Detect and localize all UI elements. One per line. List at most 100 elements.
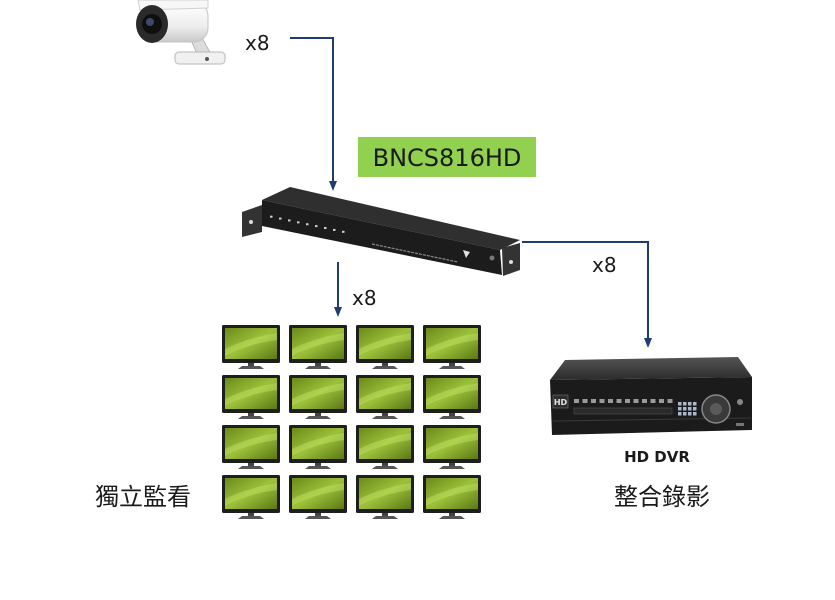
- monitor-screen-sheen: [225, 383, 277, 406]
- monitor-base: [439, 466, 465, 469]
- monitor-icon: [356, 475, 414, 519]
- splitter-led: [297, 221, 300, 224]
- dvr-count-label: x8: [592, 253, 617, 277]
- camera-lens-glint: [146, 18, 154, 26]
- monitor-icon: [222, 325, 280, 369]
- monitor-base: [439, 516, 465, 519]
- monitor-icon: [222, 425, 280, 469]
- monitor-base: [238, 416, 264, 419]
- dvr-recorder-icon: HD: [550, 357, 752, 435]
- monitor-screen-sheen: [292, 383, 344, 406]
- monitor-base: [305, 516, 331, 519]
- dvr-keypad-key: [683, 407, 687, 411]
- dvr-keypad-key: [678, 407, 682, 411]
- monitor-neck: [382, 513, 388, 516]
- monitor-icon: [289, 375, 347, 419]
- monitor-screen: [359, 428, 411, 459]
- cctv-camera-icon: [136, 0, 226, 65]
- monitor-screen: [292, 478, 344, 509]
- splitter-left-ear-hole: [249, 220, 253, 224]
- dvr-button: [599, 399, 605, 403]
- splitter-right-ear: [502, 243, 520, 276]
- splitter-led: [324, 227, 327, 230]
- monitor-screen-sheen: [426, 483, 478, 506]
- monitor-screen: [426, 428, 478, 459]
- monitor-icon: [289, 325, 347, 369]
- monitor-base: [372, 516, 398, 519]
- splitter-led-row: [270, 215, 345, 233]
- monitor-icon: [289, 425, 347, 469]
- monitor-screen-sheen: [292, 433, 344, 456]
- monitor-screen: [225, 428, 277, 459]
- monitor-neck: [315, 463, 321, 466]
- splitter-led: [315, 225, 318, 228]
- monitor-screen: [359, 378, 411, 409]
- dvr-keypad-key: [678, 402, 682, 406]
- dvr-keypad-key: [693, 412, 697, 416]
- dvr-keypad: [678, 402, 697, 416]
- dvr-button: [650, 399, 656, 403]
- monitor-screen-sheen: [359, 483, 411, 506]
- monitor-base: [305, 366, 331, 369]
- dvr-keypad-key: [688, 407, 692, 411]
- monitor-screen-sheen: [225, 333, 277, 356]
- dvr-keypad-key: [678, 412, 682, 416]
- monitor-screen: [359, 328, 411, 359]
- splitter-brand-mark: [463, 250, 470, 258]
- dvr-button: [582, 399, 588, 403]
- monitor-neck: [449, 413, 455, 416]
- monitor-neck: [315, 513, 321, 516]
- monitor-base: [305, 416, 331, 419]
- dvr-caption: 整合錄影: [614, 483, 710, 511]
- splitter-front: [262, 200, 502, 275]
- monitor-screen: [225, 478, 277, 509]
- monitor-screen-sheen: [359, 433, 411, 456]
- monitor-icon: [222, 375, 280, 419]
- dvr-usb-port: [736, 423, 744, 426]
- model-label: BNCS816HD: [358, 137, 536, 177]
- dvr-button: [574, 399, 579, 403]
- splitter-led: [288, 219, 291, 222]
- monitor-base: [305, 466, 331, 469]
- monitor-icon: [356, 325, 414, 369]
- monitor-screen: [225, 328, 277, 359]
- monitor-neck: [248, 463, 254, 466]
- monitor-neck: [248, 363, 254, 366]
- monitor-screen: [225, 378, 277, 409]
- dvr-keypad-key: [683, 412, 687, 416]
- monitor-neck: [248, 513, 254, 516]
- monitor-grid: [222, 325, 481, 519]
- monitor-neck: [449, 363, 455, 366]
- monitor-neck: [315, 413, 321, 416]
- monitor-screen-sheen: [426, 433, 478, 456]
- arrow-splitter-to-dvr: [522, 241, 652, 348]
- dvr-button: [616, 399, 622, 403]
- monitor-base: [372, 366, 398, 369]
- monitor-neck: [315, 363, 321, 366]
- monitor-screen-sheen: [292, 333, 344, 356]
- monitor-screen-sheen: [426, 333, 478, 356]
- splitter-top: [262, 187, 520, 250]
- monitor-screen: [426, 328, 478, 359]
- dvr-top: [550, 357, 752, 380]
- dvr-keypad-key: [688, 412, 692, 416]
- splitter-power-port: [489, 255, 495, 261]
- monitors-count-label: x8: [352, 286, 377, 310]
- dvr-button: [625, 399, 630, 403]
- monitor-base: [238, 466, 264, 469]
- monitor-icon: [356, 375, 414, 419]
- monitor-neck: [248, 413, 254, 416]
- dvr-keypad-key: [683, 402, 687, 406]
- monitor-base: [238, 366, 264, 369]
- dvr-button-row: [573, 399, 673, 415]
- dvr-button: [659, 399, 664, 403]
- monitor-base: [439, 416, 465, 419]
- model-label-text: BNCS816HD: [373, 144, 522, 172]
- camera-mount-screw: [205, 57, 209, 61]
- monitor-neck: [382, 413, 388, 416]
- splitter-led: [279, 217, 282, 220]
- dvr-button: [642, 399, 647, 403]
- dvr-power-knob: [737, 399, 743, 405]
- monitor-icon: [423, 325, 481, 369]
